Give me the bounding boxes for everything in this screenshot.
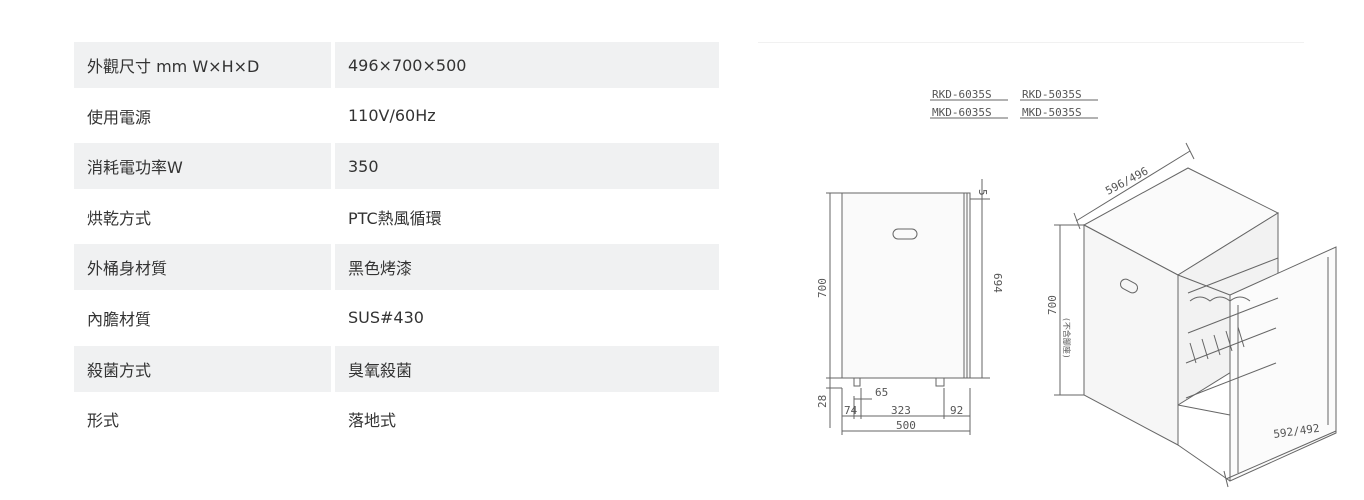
spec-label: 烘乾方式 [87, 208, 152, 228]
model-label: RKD-6035S [932, 88, 992, 101]
iso-view [1054, 142, 1337, 488]
spec-row: 內膽材質 SUS#430 [74, 295, 719, 341]
dim-depth-b: 323 [891, 404, 911, 417]
dim-height-note: (不含腳座) [1062, 317, 1072, 359]
spec-value: 110V/60Hz [348, 106, 436, 126]
model-label: MKD-6035S [932, 106, 992, 119]
dimension-drawing: RKD-6035S RKD-5035S MKD-6035S MKD-5035S [758, 42, 1337, 493]
dim-depth-a: 74 [844, 404, 858, 417]
dim-foot-offset: 65 [875, 386, 888, 399]
side-view [826, 179, 990, 435]
spec-label: 殺菌方式 [74, 345, 331, 392]
dim-depth-c: 92 [950, 404, 963, 417]
spec-row: 使用電源 110V/60Hz [74, 93, 719, 139]
spec-value: 黑色烤漆 [335, 244, 719, 291]
dim-top-gap: 5 [976, 189, 989, 196]
spec-row: 外桶身材質 黑色烤漆 [74, 244, 719, 291]
spec-label: 外桶身材質 [74, 244, 331, 291]
spec-row: 形式 落地式 [74, 396, 719, 442]
dim-foot-height: 28 [816, 395, 829, 408]
dimension-drawing-svg: RKD-6035S RKD-5035S MKD-6035S MKD-5035S [816, 88, 1337, 488]
dim-height-inner: 694 [991, 273, 1004, 293]
dim-depth-total: 500 [896, 419, 916, 432]
spec-row: 外觀尺寸 mm W×H×D 496×700×500 [74, 42, 719, 88]
model-label: RKD-5035S [1022, 88, 1082, 101]
spec-label: 形式 [87, 411, 120, 431]
dim-iso-height: 700 [1046, 295, 1059, 315]
spec-value: 496×700×500 [335, 42, 719, 88]
dim-height-total: 700 [816, 278, 829, 298]
spec-label: 外觀尺寸 mm W×H×D [74, 42, 331, 88]
spec-value: 350 [335, 143, 719, 190]
spec-label: 內膽材質 [87, 309, 152, 329]
spec-row: 殺菌方式 臭氧殺菌 [74, 345, 719, 392]
spec-value: 臭氧殺菌 [335, 345, 719, 392]
spec-label: 消耗電功率W [74, 143, 331, 190]
spec-value: SUS#430 [348, 308, 424, 328]
spec-row: 消耗電功率W 350 [74, 143, 719, 190]
spec-value: PTC熱風循環 [348, 208, 442, 228]
spec-value: 落地式 [348, 411, 397, 431]
spec-label: 使用電源 [87, 107, 152, 127]
model-label: MKD-5035S [1022, 106, 1082, 119]
dim-bottom-width: 592/492 [1273, 422, 1321, 441]
spec-table: 外觀尺寸 mm W×H×D 496×700×500 使用電源 110V/60Hz… [74, 42, 719, 447]
spec-row: 烘乾方式 PTC熱風循環 [74, 194, 719, 240]
